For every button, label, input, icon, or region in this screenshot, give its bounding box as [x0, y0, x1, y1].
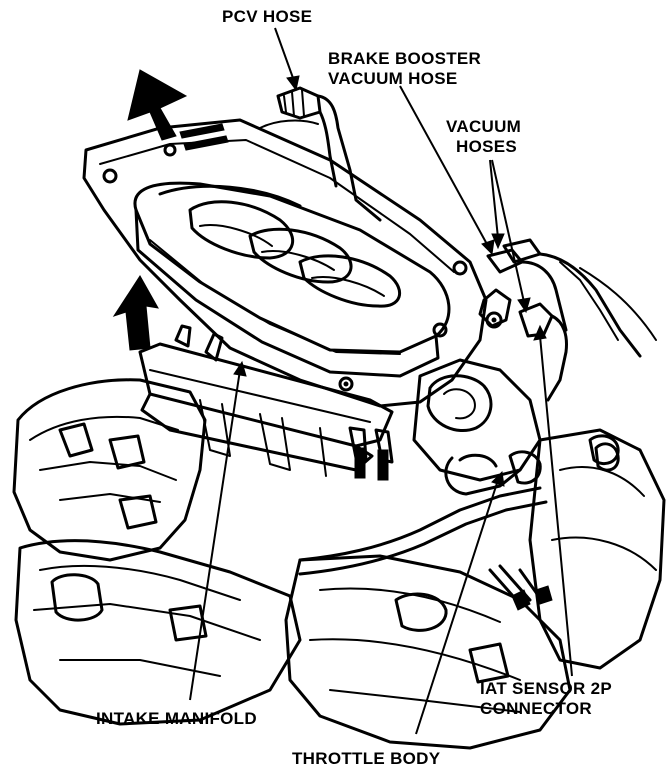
callout-labels: PCV HOSE BRAKE BOOSTER VACUUM HOSE VACUU… — [96, 7, 612, 768]
label-intake-manifold: INTAKE MANIFOLD — [96, 709, 257, 728]
label-throttle-body: THROTTLE BODY — [292, 749, 441, 768]
leader-intake-manifold — [189, 369, 241, 701]
label-brake-booster-line2: VACUUM HOSE — [328, 69, 458, 88]
label-pcv-hose: PCV HOSE — [222, 7, 312, 26]
leader-pcv-hose — [274, 27, 294, 79]
label-vacuum-hoses-line2: HOSES — [456, 137, 517, 156]
leader-throttle-body — [415, 479, 499, 735]
label-vacuum-hoses-line1: VACUUM — [446, 117, 521, 136]
leader-vacuum-hose-1 — [489, 159, 499, 239]
leader-iat-sensor — [539, 335, 573, 677]
removal-arrow-left — [112, 275, 159, 351]
leader-lines — [189, 27, 573, 735]
removal-arrow-top — [127, 69, 188, 141]
leader-vacuum-hose-2 — [491, 159, 525, 303]
label-brake-booster-line1: BRAKE BOOSTER — [328, 49, 481, 68]
engine-block — [12, 378, 666, 750]
label-iat-sensor-line1: IAT SENSOR 2P — [480, 679, 612, 698]
vacuum-hoses — [478, 238, 657, 402]
removal-arrows — [112, 69, 188, 351]
leader-brake-booster — [399, 85, 489, 247]
label-iat-sensor-line2: CONNECTOR — [480, 699, 592, 718]
fuel-rail — [138, 324, 394, 481]
pcv-hose — [259, 86, 382, 222]
throttle-body — [298, 358, 620, 611]
intake-manifold — [82, 118, 503, 408]
